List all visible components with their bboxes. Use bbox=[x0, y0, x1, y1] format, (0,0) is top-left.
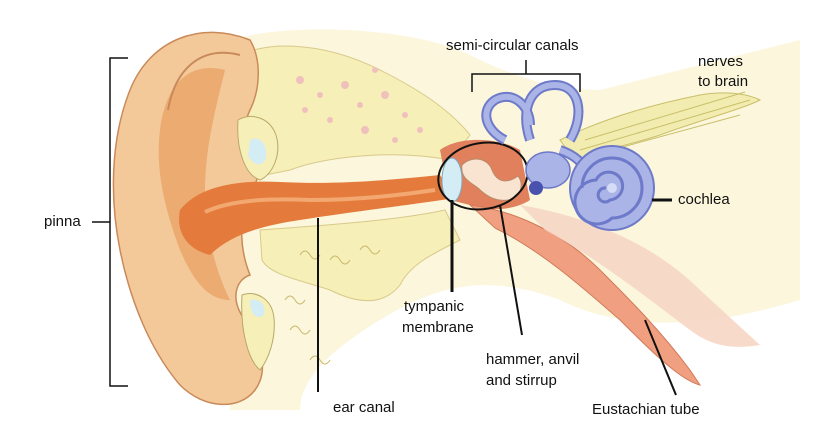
label-ear-canal: ear canal bbox=[333, 399, 395, 416]
cochlea-shape bbox=[569, 145, 655, 231]
label-pinna: pinna bbox=[44, 213, 81, 230]
label-nerves-line2: to brain bbox=[698, 73, 749, 90]
cartilage-lower-spot bbox=[250, 299, 265, 318]
label-cochlea: cochlea bbox=[678, 191, 730, 208]
eustachian-leader bbox=[644, 319, 677, 396]
bone-speckles bbox=[296, 67, 423, 143]
label-semicircular-canals: semi-circular canals bbox=[446, 37, 579, 54]
leader-lines bbox=[92, 57, 677, 396]
lower-bone bbox=[259, 209, 461, 302]
label-hammer-line2: and stirrup bbox=[486, 372, 557, 389]
label-nerves-line1: nerves bbox=[698, 53, 744, 70]
cartilage-upper-spot bbox=[248, 138, 267, 165]
cartilage-lower bbox=[241, 293, 275, 371]
pinna-bracket bbox=[92, 57, 128, 387]
semicircular-bracket bbox=[471, 60, 581, 92]
label-tympanic-line2: membrane bbox=[402, 319, 474, 336]
eustachian-tube-outer bbox=[520, 205, 760, 347]
pinna-helix-ridge bbox=[167, 51, 241, 111]
label-hammer-line1: hammer, anvil bbox=[486, 351, 580, 368]
vestibule bbox=[525, 151, 571, 189]
label-eustachian-tube: Eustachian tube bbox=[592, 401, 700, 418]
label-tympanic-line1: tympanic bbox=[404, 298, 465, 315]
pinna-inner-fold bbox=[158, 68, 230, 300]
oval-window bbox=[529, 181, 543, 195]
ear-canal-highlight bbox=[204, 188, 436, 214]
hammer-leader bbox=[499, 204, 523, 336]
